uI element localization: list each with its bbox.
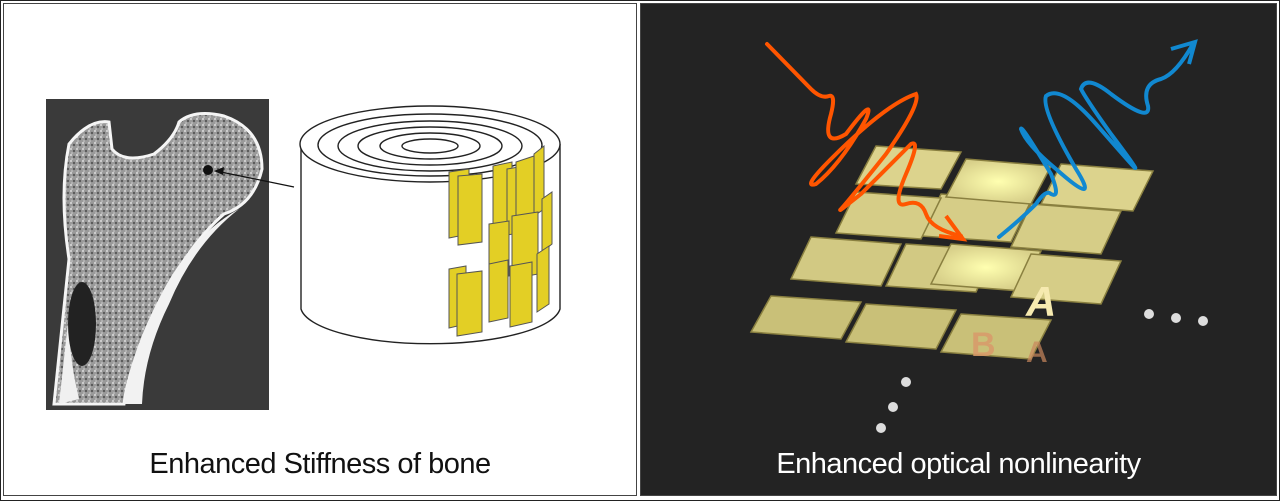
letter-a-top: A — [1025, 278, 1056, 325]
bone-caption: Enhanced Stiffness of bone — [149, 448, 491, 480]
bone-panel: Enhanced Stiffness of bone — [3, 3, 637, 496]
ellipsis-dots — [876, 309, 1208, 433]
optics-caption: Enhanced optical nonlinearity — [776, 448, 1141, 480]
letter-a-bottom: A — [1026, 336, 1048, 369]
metasurface-illustration: A B A — [749, 39, 1208, 433]
pointer-arrow — [215, 170, 295, 188]
optics-panel: A B A Enhanced optical nonlinearity — [640, 3, 1277, 496]
emitted-wave — [997, 42, 1195, 239]
medullary-cavity — [68, 282, 96, 366]
pointer-dot — [203, 165, 213, 175]
mineral-platelets — [448, 144, 553, 337]
incident-arrowhead — [938, 214, 968, 242]
metasurface-tiles — [749, 145, 1155, 360]
emitted-arrowhead — [1170, 39, 1198, 65]
incident-wave — [765, 42, 963, 238]
letter-b: B — [971, 326, 996, 364]
bone-illustration — [46, 99, 561, 410]
